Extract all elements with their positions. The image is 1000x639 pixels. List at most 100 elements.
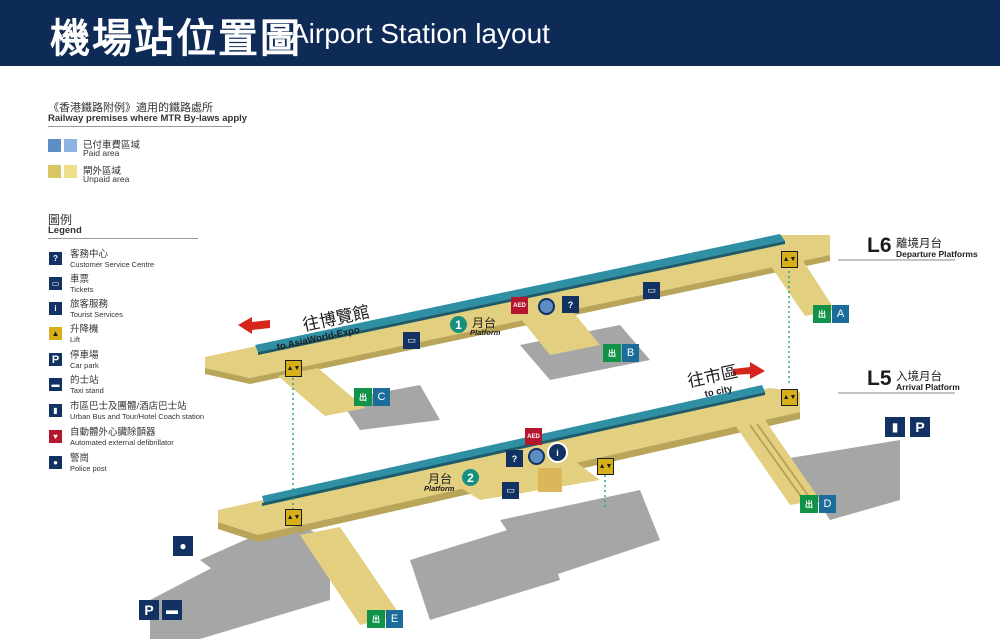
tourist-info-icon: i: [49, 302, 62, 315]
level-l5-zh: 入境月台: [896, 371, 942, 383]
aed-icon: ♥: [49, 430, 62, 443]
legend-title-zh: 圖例: [48, 213, 73, 227]
paid-label-zh: 已付車費區域: [83, 140, 141, 151]
aed-icon: AED: [525, 428, 542, 445]
lift-icon: ▲▼: [781, 251, 798, 268]
tourist-info-icon: i: [547, 442, 568, 463]
exit-letter: E: [386, 610, 403, 628]
aed-label: AED: [513, 302, 526, 309]
level-code-l6: L6: [867, 234, 892, 257]
legend-item-label-zh: 警崗: [70, 453, 90, 464]
level-l6-zh: 離境月台: [896, 238, 942, 250]
paid-swatch-light: [64, 139, 77, 152]
legend-item-label-en: Taxi stand: [70, 386, 104, 395]
lower-level: [150, 385, 900, 639]
legend-item-label-zh: 旅客服務: [70, 299, 109, 310]
taxi-icon: ▬: [49, 378, 62, 391]
legend-item-label-en: Tickets: [70, 285, 94, 294]
deck-edge: [205, 368, 250, 384]
ticket-icon: ▭: [403, 332, 420, 349]
platform-label-en: Platform: [424, 484, 455, 493]
lift-icon: ▲▼: [597, 458, 614, 475]
level-l6-en: Departure Platforms: [896, 249, 978, 259]
legend-item-label-en: Car park: [70, 361, 99, 370]
lower-train: [262, 385, 765, 503]
lower-train-shadow: [262, 392, 765, 506]
bus-icon: ▮: [49, 404, 62, 417]
platform-label-zh: 月台: [472, 316, 497, 330]
title-english: Airport Station layout: [290, 18, 550, 49]
exit-d[interactable]: 出 D: [800, 495, 836, 513]
unpaid-label-en: Unpaid area: [83, 174, 130, 184]
lower-stem-e: [300, 527, 400, 625]
lift-icon: ▲: [49, 327, 62, 340]
level-code-l5: L5: [867, 367, 892, 390]
legend-item-label-zh: 升降機: [70, 324, 99, 335]
exit-c[interactable]: 出 C: [354, 388, 390, 406]
aed-icon: AED: [511, 297, 528, 314]
deck-edge: [218, 522, 258, 542]
header-banner: 機場站位置圖 Airport Station layout: [0, 0, 1000, 66]
stair-line: [749, 424, 806, 503]
title-chinese: 機場站位置圖: [50, 15, 302, 62]
legend-title-en: Legend: [48, 225, 82, 236]
platform-number-badge: 1: [450, 316, 467, 333]
customer-counter-icon: [528, 448, 545, 465]
upper-stem-c: [278, 368, 365, 416]
platform-label-en: Platform: [470, 328, 501, 337]
legend-item-label-en: Lift: [70, 335, 81, 344]
customer-counter-icon: [538, 298, 555, 315]
customer-service-icon: ?: [49, 252, 62, 265]
paid-swatch-dark: [48, 139, 61, 152]
legend-item-label-zh: 客務中心: [70, 249, 109, 260]
exit-icon: 出: [800, 495, 818, 513]
exit-b[interactable]: 出 B: [603, 344, 639, 362]
taxi-icon: ▬: [162, 600, 182, 620]
exit-letter: B: [622, 344, 639, 362]
legend-item-label-en: Urban Bus and Tour/Hotel Coach station: [70, 412, 205, 421]
arrow-right-icon: [733, 362, 765, 379]
legend-item-label-zh: 車票: [70, 274, 90, 285]
exit-letter: C: [373, 388, 390, 406]
unpaid-swatch-light: [64, 165, 77, 178]
police-icon: ●: [173, 536, 193, 556]
paid-label-en: Paid area: [83, 148, 120, 158]
legend-item-label-en: Customer Service Centre: [70, 260, 155, 269]
car-park-icon: P: [139, 600, 159, 620]
ground-corridor: [410, 520, 560, 620]
platform-number-badge: 2: [462, 469, 479, 486]
exit-letter: A: [832, 305, 849, 323]
upper-stem-b: [520, 308, 600, 355]
car-park-icon: P: [910, 417, 930, 437]
legend-item-label-en: Automated external defibrillator: [70, 438, 174, 447]
premises-title-en: Railway premises where MTR By-laws apply: [48, 113, 248, 124]
ticket-icon: ▭: [502, 482, 519, 499]
aed-label: AED: [527, 433, 540, 440]
unpaid-label-zh: 閘外區域: [83, 166, 122, 177]
arrow-left-icon: [238, 317, 270, 334]
legend-item-label-zh: 市區巴士及團體/酒店巴士站: [70, 401, 187, 412]
police-icon: ●: [49, 456, 62, 469]
exit-icon: 出: [354, 388, 372, 406]
customer-service-icon: ?: [506, 450, 523, 467]
bus-icon: ▮: [885, 417, 905, 437]
customer-service-icon: ?: [562, 296, 579, 313]
exit-icon: 出: [813, 305, 831, 323]
level-l5-en: Arrival Platform: [896, 382, 960, 392]
ticket-icon: ▭: [643, 282, 660, 299]
exit-letter: D: [819, 495, 836, 513]
divider: [48, 238, 198, 239]
legend-item-label-zh: 自動體外心臟除顫器: [70, 427, 156, 438]
premises-title-zh: 《香港鐵路附例》適用的鐵路處所: [48, 101, 213, 114]
legend-item-label-zh: 的士站: [70, 375, 99, 386]
exit-a[interactable]: 出 A: [813, 305, 849, 323]
exit-e[interactable]: 出 E: [367, 610, 403, 628]
upper-train: [255, 234, 785, 352]
legend-item-label-zh: 停車場: [70, 350, 99, 361]
escalator: [538, 468, 562, 492]
lift-icon: ▲▼: [781, 389, 798, 406]
ticket-icon: ▭: [49, 277, 62, 290]
car-park-icon: P: [49, 353, 62, 366]
upper-stem-a: [768, 256, 835, 316]
